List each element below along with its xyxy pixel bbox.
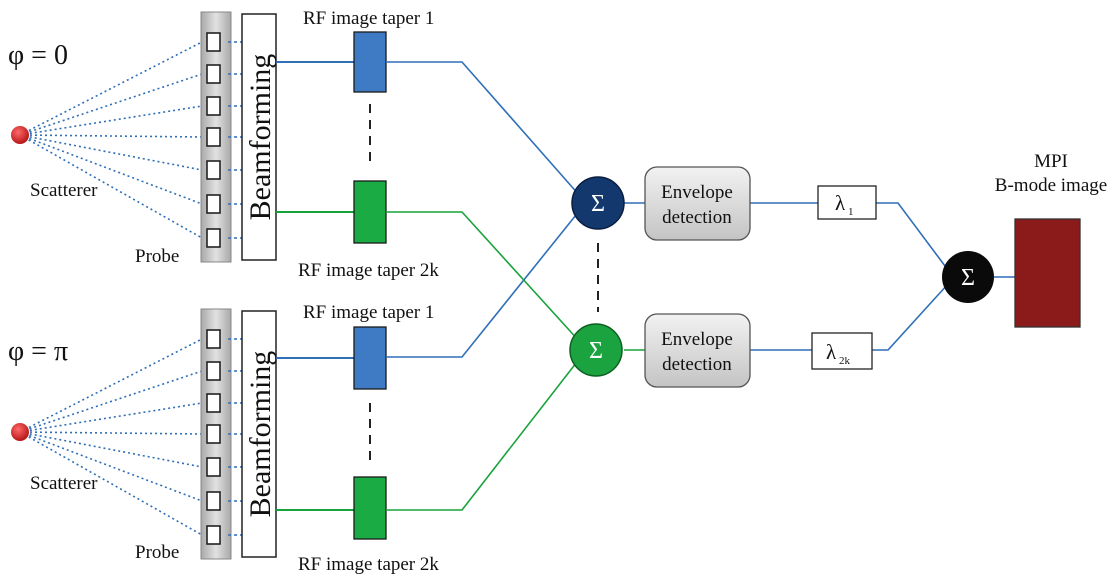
probe-label: Probe [135, 542, 179, 563]
weight-box-lambda-1: λ 1 [817, 185, 877, 220]
sum-node-green: Σ [569, 323, 623, 377]
beamforming-label: Beamforming [244, 54, 277, 221]
scatterer-dot [11, 423, 29, 441]
taper-top-label: RF image taper 1 [303, 8, 434, 29]
envelope-line2: detection [662, 207, 732, 228]
rf-block-taper-2k [353, 180, 387, 244]
phase-label: φ = 0 [8, 40, 68, 71]
mpi-output-image: MPI B-mode image [995, 151, 1107, 328]
scatter-rays [19, 338, 203, 536]
probe-elements [206, 329, 221, 545]
beamforming-label: Beamforming [244, 351, 277, 518]
probe-elements [206, 32, 221, 248]
panel-phase-0: φ = 0 Scatterer [8, 8, 439, 281]
connector-lines [386, 61, 1015, 511]
sum-symbol: Σ [591, 191, 605, 217]
probe-label: Probe [135, 246, 179, 267]
beamforming-block [241, 310, 277, 558]
beamforming-block [241, 13, 277, 261]
rf-block-taper-1 [353, 326, 387, 390]
sum-symbol: Σ [961, 265, 975, 291]
probe-connectors [228, 338, 242, 536]
sum-symbol: Σ [589, 338, 603, 364]
envelope-line2: detection [662, 354, 732, 375]
taper-bottom-label: RF image taper 2k [298, 554, 439, 575]
output-label-line1: MPI [1034, 151, 1068, 172]
taper-top-label: RF image taper 1 [303, 302, 434, 323]
weight-symbol: λ [835, 191, 846, 215]
scatterer-label: Scatterer [30, 473, 98, 494]
envelope-line1: Envelope [661, 182, 733, 203]
scatterer-label: Scatterer [30, 180, 98, 201]
rf-block-taper-2k [353, 476, 387, 540]
sum-node-blue: Σ [571, 176, 625, 230]
envelope-detection-block-1: Envelope detection [644, 166, 751, 241]
output-label-line2: B-mode image [995, 175, 1107, 196]
panel-phase-pi: φ = π Scatterer [8, 302, 439, 575]
weight-symbol: λ [826, 340, 837, 364]
weight-subscript: 2k [839, 355, 851, 367]
scatter-rays [19, 41, 203, 239]
weight-box-lambda-2k: λ 2k [811, 332, 873, 370]
rf-block-taper-1 [353, 31, 387, 93]
weight-subscript: 1 [848, 206, 854, 218]
envelope-detection-block-2: Envelope detection [644, 313, 751, 388]
final-sum-node: Σ [942, 251, 994, 303]
scatterer-dot [11, 126, 29, 144]
probe-connectors [228, 41, 242, 239]
b-mode-image-block [1014, 218, 1081, 328]
envelope-line1: Envelope [661, 329, 733, 350]
taper-bottom-label: RF image taper 2k [298, 260, 439, 281]
phase-label: φ = π [8, 336, 68, 367]
